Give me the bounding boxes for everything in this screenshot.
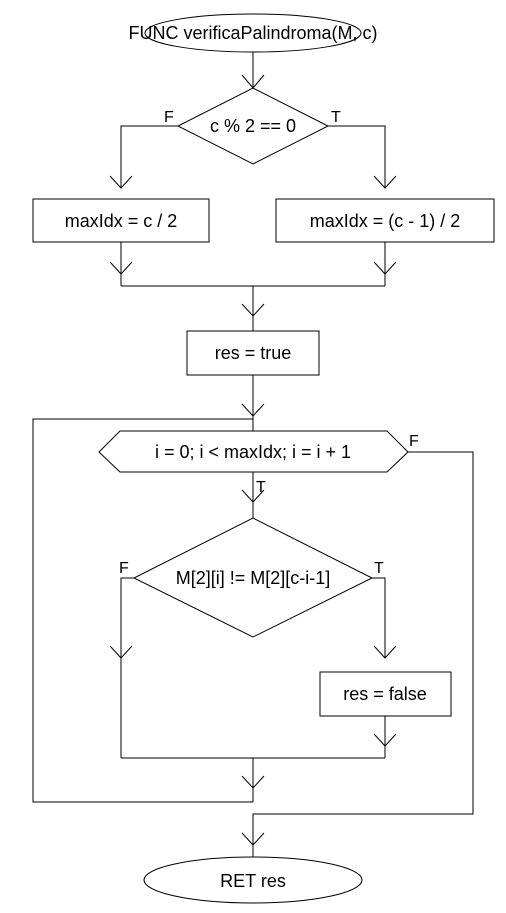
loop-false-label: F — [409, 433, 419, 450]
end-text: RET res — [220, 871, 286, 891]
loop-node: i = 0; i < maxIdx; i = i + 1 T F — [98, 430, 419, 496]
start-text: FUNC verificaPalindroma(M, c) — [128, 23, 377, 43]
decision1-false-label: F — [164, 109, 174, 126]
process-box-res-true: res = true — [186, 330, 320, 376]
start-node: FUNC verificaPalindroma(M, c) — [128, 13, 378, 53]
loop-text: i = 0; i < maxIdx; i = i + 1 — [155, 442, 351, 462]
decision1-text: c % 2 == 0 — [210, 116, 296, 136]
decision-node-2: M[2][i] != M[2][c-i-1] F T — [119, 517, 384, 638]
res-true-text: res = true — [215, 343, 292, 363]
end-node: RET res — [143, 856, 363, 904]
decision2-false-label: F — [119, 560, 129, 577]
process-box-left: maxIdx = c / 2 — [32, 198, 210, 243]
decision1-true-label: T — [331, 109, 341, 126]
res-false-text: res = false — [343, 684, 427, 704]
loop-true-label: T — [256, 479, 266, 496]
process-box-res-false: res = false — [319, 671, 452, 717]
decision2-true-label: T — [374, 560, 384, 577]
box-left-text: maxIdx = c / 2 — [65, 211, 178, 231]
decision2-text: M[2][i] != M[2][c-i-1] — [176, 568, 331, 588]
connectors — [32, 52, 474, 857]
decision-node-1: c % 2 == 0 F T — [164, 87, 341, 165]
process-box-right: maxIdx = (c - 1) / 2 — [275, 198, 495, 243]
box-right-text: maxIdx = (c - 1) / 2 — [310, 211, 461, 231]
